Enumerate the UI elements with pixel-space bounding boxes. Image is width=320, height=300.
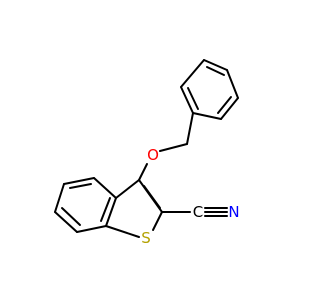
structure-canvas: O S C N [54,59,240,247]
bond [180,86,194,114]
bond [61,207,81,226]
bond [217,96,232,114]
bond [180,59,205,88]
bond-layer [54,59,239,238]
bond [186,112,194,145]
bond [115,179,140,199]
bond [143,185,161,209]
bond [226,69,239,99]
bond [206,66,225,76]
bond [138,163,148,181]
bond [54,211,78,233]
nitrogen-atom-label: N [228,203,239,221]
bond [69,183,92,189]
bond [63,177,95,185]
bond [76,225,107,233]
bond [54,183,65,213]
bond [105,197,117,227]
bond [105,225,140,238]
atom-label-layer: O S C N [141,146,239,247]
bond [159,143,188,152]
oxygen-atom-label: O [147,146,159,164]
bond [187,87,199,110]
carbon-atom-label: C [193,203,203,221]
bond [203,59,228,71]
bond [192,112,222,120]
molecule-diagram: O S C N [54,59,240,247]
bond [100,197,111,222]
sulfur-atom-label: S [141,229,151,247]
bond [152,211,163,231]
bond [93,177,117,199]
bond [220,97,239,120]
